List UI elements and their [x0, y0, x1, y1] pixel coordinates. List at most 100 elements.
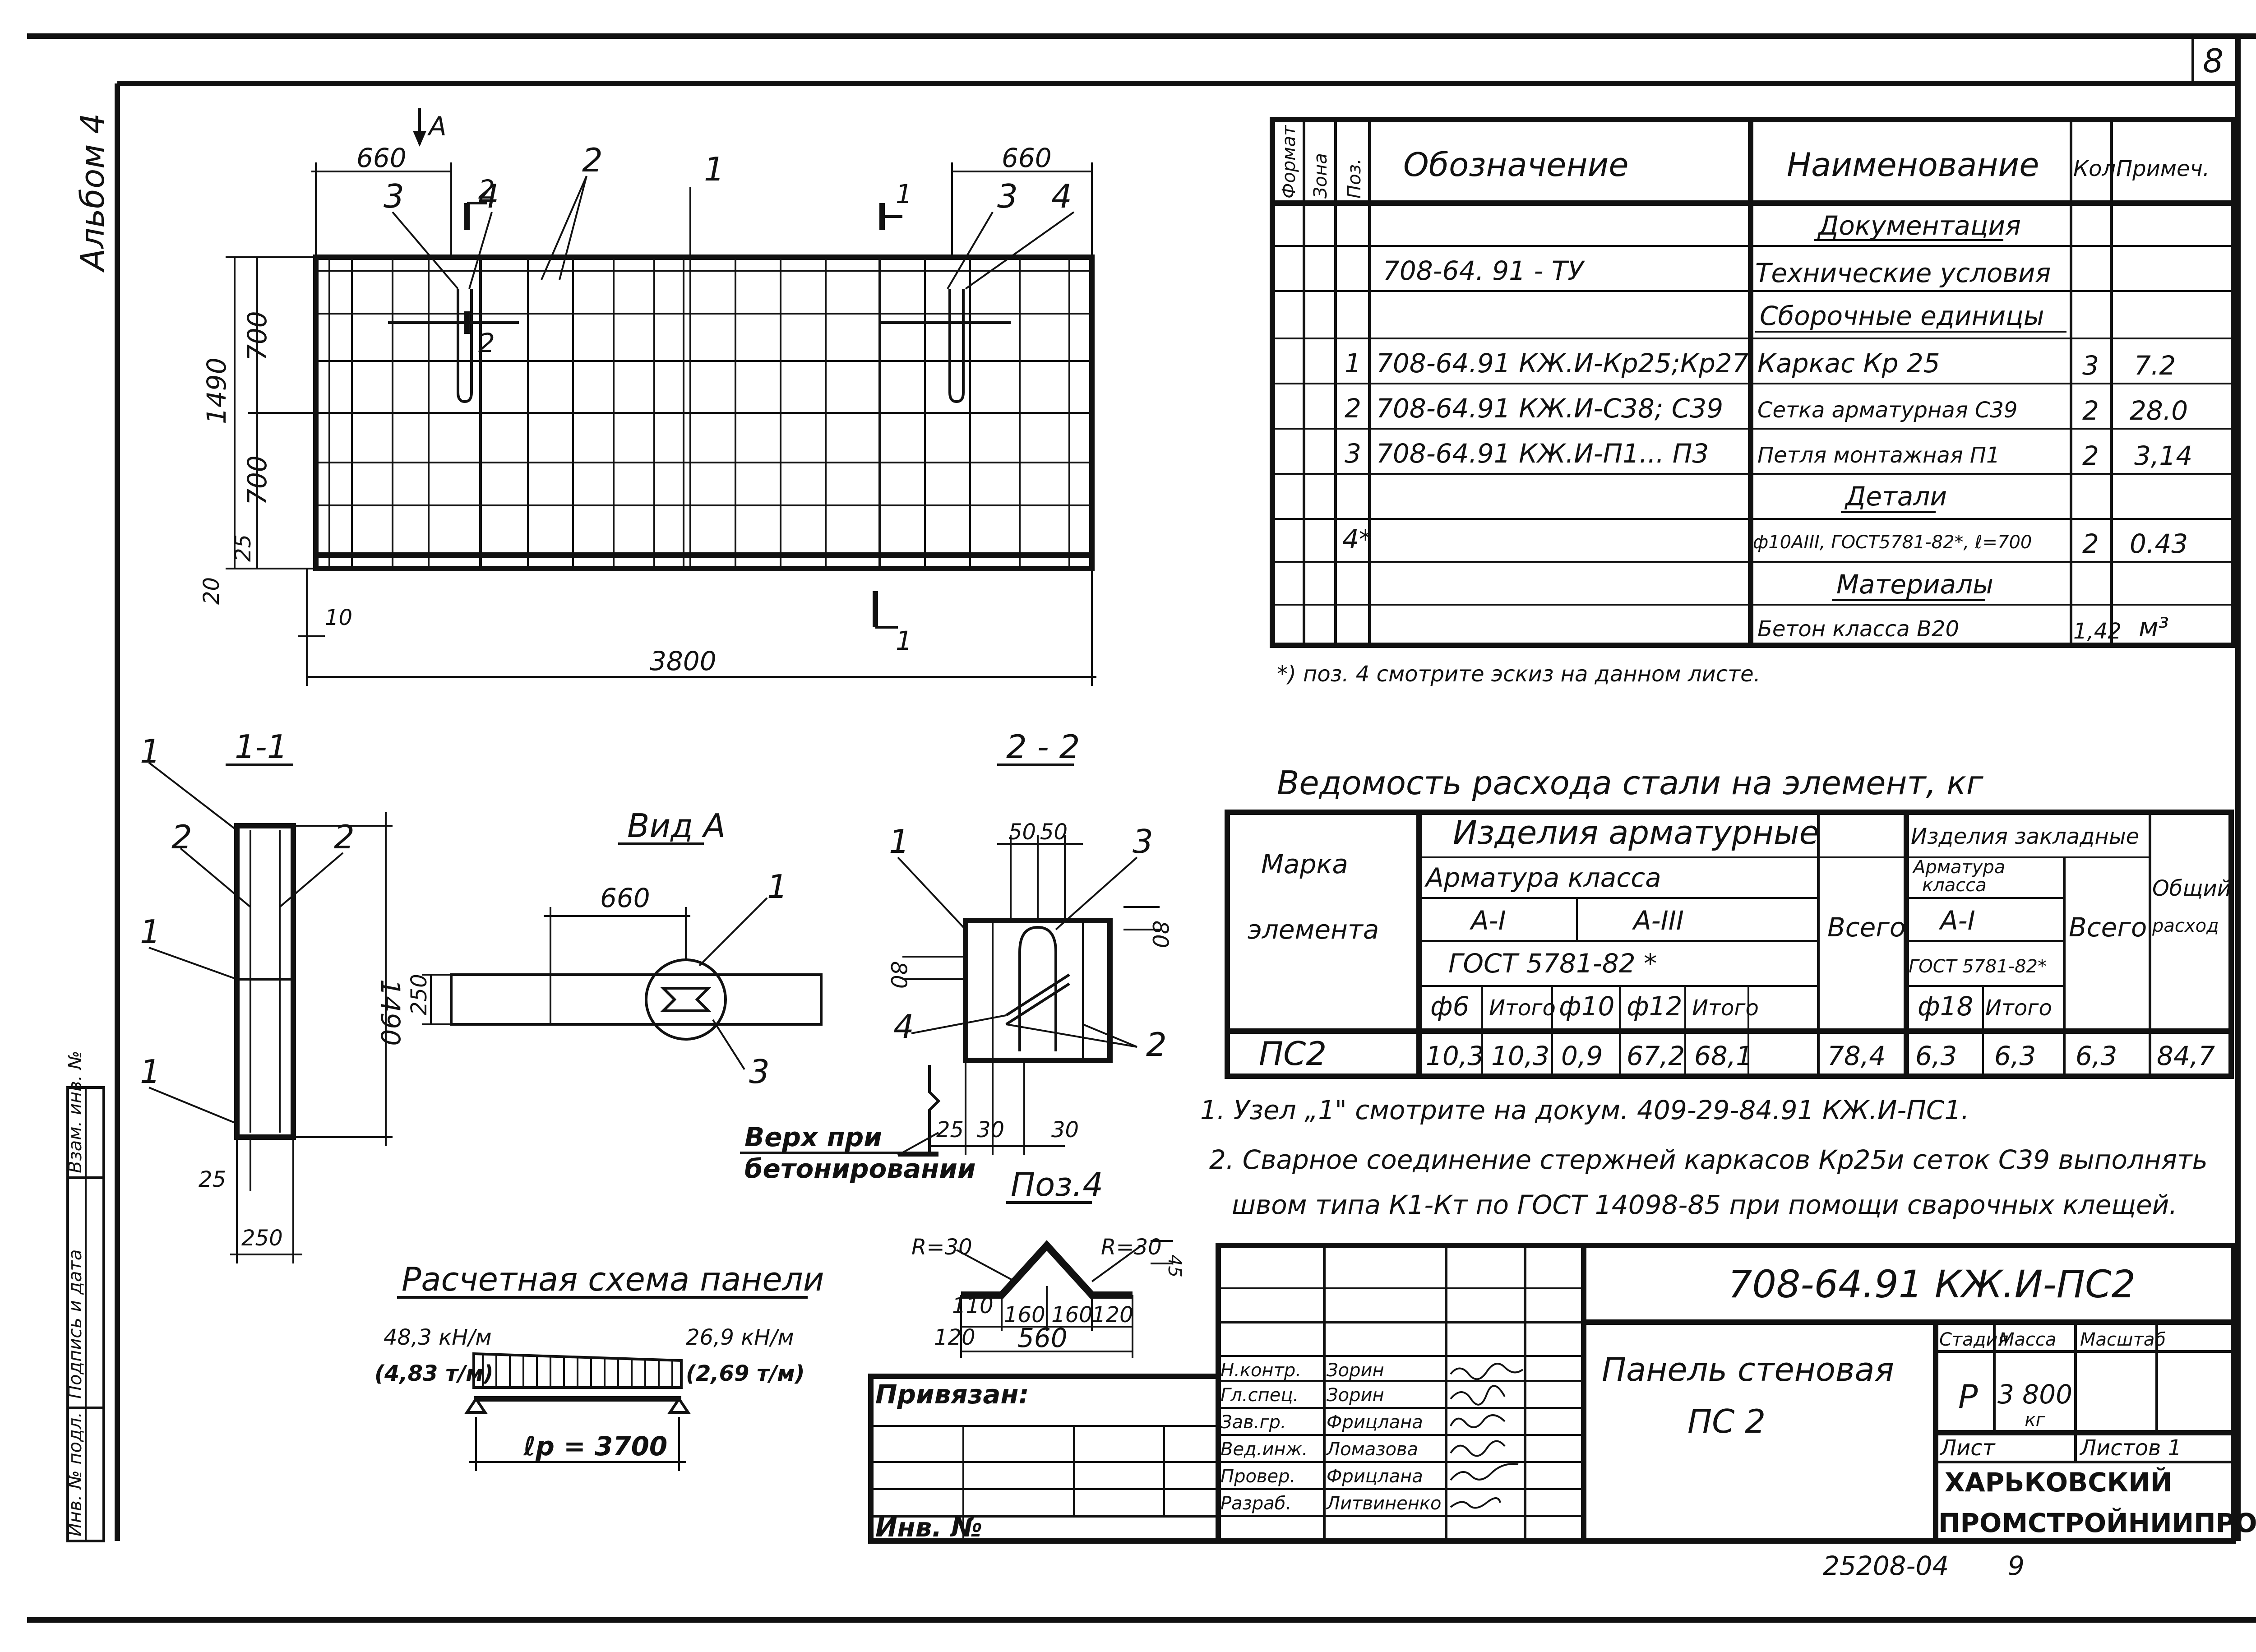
lifting-loop-right — [948, 289, 965, 403]
steel-row-t3: 6,3 — [1994, 1041, 2036, 1071]
spec-row-4: 2 708-64.91 КЖ.И-С38; С39 Сетка арматурн… — [1345, 393, 2188, 426]
spec-row-9-name: Бетон класса В20 — [1757, 616, 1959, 642]
scheme-left-load-2: (4,83 т/м) — [374, 1361, 494, 1386]
steel-h-all: Всего — [1827, 912, 1905, 943]
spec-row-5-qty: 2 — [2082, 440, 2099, 471]
spec-row-3-pos: 1 — [1345, 348, 1361, 379]
steel-row-d18: 6,3 — [1915, 1041, 1957, 1071]
spec-row-3-qty: 3 — [2082, 350, 2099, 381]
sheet-number: 8 — [2203, 42, 2224, 80]
spec-header-name: Наименование — [1787, 146, 2039, 184]
tb-name-0: Зорин — [1327, 1360, 1384, 1381]
tb-role-3: Вед.инж. — [1220, 1439, 1308, 1460]
pos4-dim-120b: 120 — [1092, 1302, 1133, 1328]
tb-name-4: Фрицлана — [1327, 1466, 1423, 1487]
steel-h-embed-gost: ГОСТ 5781-82* — [1909, 956, 2047, 977]
section-2-2: 2 - 2 1 3 4 2 50 50 80 80 — [740, 728, 1173, 1184]
spec-table: Формат Зона Поз. Обозначение Наименовани… — [1270, 117, 2236, 687]
section-2-dim-50a: 50 — [1008, 819, 1036, 845]
section-2-top-note-2: бетонировании — [744, 1153, 976, 1184]
plan-dim-700-bottom: 700 — [242, 455, 273, 505]
steel-h-overall-1: Общий — [2152, 876, 2231, 901]
tb-role-2: Зав.гр. — [1220, 1412, 1286, 1433]
spec-header-zone: Зона — [1310, 153, 1331, 199]
plan-view: 3 4 2 1 3 4 2 2 1 1 A 660 660 1490 — [199, 108, 1096, 686]
section-1-callout-1b: 1 — [140, 913, 161, 951]
design-scheme: Расчетная схема панели 48,3 кН/м (4,83 т… — [374, 1260, 824, 1471]
spec-row-0-name: Документация — [1817, 210, 2021, 241]
steel-h-total2: Итого — [1692, 995, 1759, 1021]
spec-row-6-name: Детали — [1844, 481, 1947, 512]
spec-row-3-designation: 708-64.91 КЖ.И-Кр25;Кр27 — [1376, 348, 1749, 379]
view-a-detail-circle — [645, 958, 727, 1041]
view-a-dim-660: 660 — [600, 883, 650, 913]
tb-sheets-h: Листов 1 — [2079, 1435, 2182, 1461]
tb-name-2: Фрицлана — [1327, 1412, 1423, 1433]
steel-h-mark-1: Марка — [1261, 849, 1348, 879]
plan-dim-1490: 1490 — [201, 357, 232, 424]
section-2-2-loop — [1018, 925, 1057, 1051]
section-2-2-title: 2 - 2 — [1006, 728, 1080, 766]
spec-row-1-designation: 708-64. 91 - ТУ — [1383, 255, 1585, 286]
tb-mass-1: 3 800 — [1997, 1379, 2072, 1410]
section-2-dim-80a: 80 — [1147, 921, 1173, 948]
spec-row-2-name: Сборочные единицы — [1760, 301, 2044, 331]
tb-stage: Р — [1958, 1378, 1978, 1416]
tb-role-4: Провер. — [1220, 1466, 1295, 1487]
plan-dim-3800: 3800 — [650, 646, 717, 676]
lifting-loop-left — [457, 289, 473, 403]
side-stamp: Инв. № подл. Подпись и дата Взам. инв. № — [65, 1050, 105, 1542]
steel-row-all: 78,4 — [1827, 1041, 1886, 1071]
steel-row-d10: 0,9 — [1561, 1041, 1603, 1071]
plan-callout-3a: 3 — [384, 177, 404, 215]
steel-h-a1: А-I — [1469, 905, 1506, 936]
steel-h-total1: Итого — [1489, 995, 1556, 1021]
spec-row-1: 708-64. 91 - ТУ Технические условия — [1383, 255, 2051, 288]
pos4-dim-45: 45 — [1164, 1254, 1185, 1277]
pos4-bar — [961, 1240, 1133, 1299]
section-1-dim-250: 250 — [241, 1226, 283, 1251]
spec-row-0: Документация — [1814, 210, 2021, 241]
steel-h-overall-2: расход — [2152, 916, 2219, 936]
note-3: швом типа К1-Кт по ГОСТ 14098-85 при пом… — [1232, 1189, 2177, 1220]
title-block: Привязан: Инв. № Н.контр. Гл.спец. Зав.г… — [868, 1243, 2256, 1544]
steel-row-mark: ПС2 — [1259, 1035, 1327, 1073]
spec-row-4-pos: 2 — [1345, 393, 1361, 424]
steel-h-embed: Изделия закладные — [1911, 824, 2139, 849]
spec-row-4-qty: 2 — [2082, 395, 2099, 426]
plan-callout-2: 2 — [582, 141, 603, 179]
load-diagram — [472, 1352, 683, 1389]
support-left — [464, 1396, 488, 1414]
tb-role-1: Гл.спец. — [1220, 1385, 1299, 1406]
stamp-inv-podl: Инв. № подл. — [65, 1412, 86, 1536]
tb-scale-h: Масштаб — [2080, 1329, 2166, 1350]
plan-callout-1: 1 — [704, 150, 725, 188]
tb-mass-2: кг — [2025, 1410, 2045, 1430]
steel-h-total3: Итого — [1985, 995, 2052, 1021]
support-right — [667, 1396, 691, 1414]
steel-row-t1: 10,3 — [1491, 1041, 1549, 1071]
scheme-span: ℓр = 3700 — [523, 1431, 667, 1462]
note-2: 2. Сварное соединение стержней каркасов … — [1209, 1144, 2208, 1175]
spec-row-4-designation: 708-64.91 КЖ.И-С38; С39 — [1376, 393, 1723, 424]
view-a: Вид А 1 3 660 250 — [407, 807, 823, 1091]
plan-cut-1-label: 1 — [896, 179, 912, 209]
section-2-dim-30a: 30 — [977, 1117, 1004, 1143]
plan-callout-4b: 4 — [1051, 177, 1072, 215]
spec-header-note: Примеч. — [2116, 156, 2210, 181]
steel-row-all2: 6,3 — [2076, 1041, 2117, 1071]
footer-code: 25208-04 — [1823, 1550, 1949, 1581]
view-a-dim-250: 250 — [407, 974, 432, 1015]
steel-row-d6: 10,3 — [1426, 1041, 1484, 1071]
section-2-2-outline — [963, 918, 1113, 1063]
section-1-callout-1c: 1 — [140, 1053, 161, 1091]
steel-h-d12: ф12 — [1627, 991, 1682, 1022]
pos4-dim-160b: 160 — [1051, 1302, 1093, 1328]
steel-h-mark-2: элемента — [1248, 914, 1379, 945]
steel-h-a3: А-III — [1632, 905, 1684, 936]
spec-row-2: Сборочные единицы — [1755, 301, 2066, 333]
spec-row-3: 1 708-64.91 КЖ.И-Кр25;Кр27 Каркас Кр 25 … — [1345, 348, 2176, 381]
spec-row-3-note: 7.2 — [2134, 350, 2176, 381]
steel-h-all2: Всего — [2069, 912, 2147, 943]
pos4-title: Поз.4 — [1011, 1166, 1103, 1203]
